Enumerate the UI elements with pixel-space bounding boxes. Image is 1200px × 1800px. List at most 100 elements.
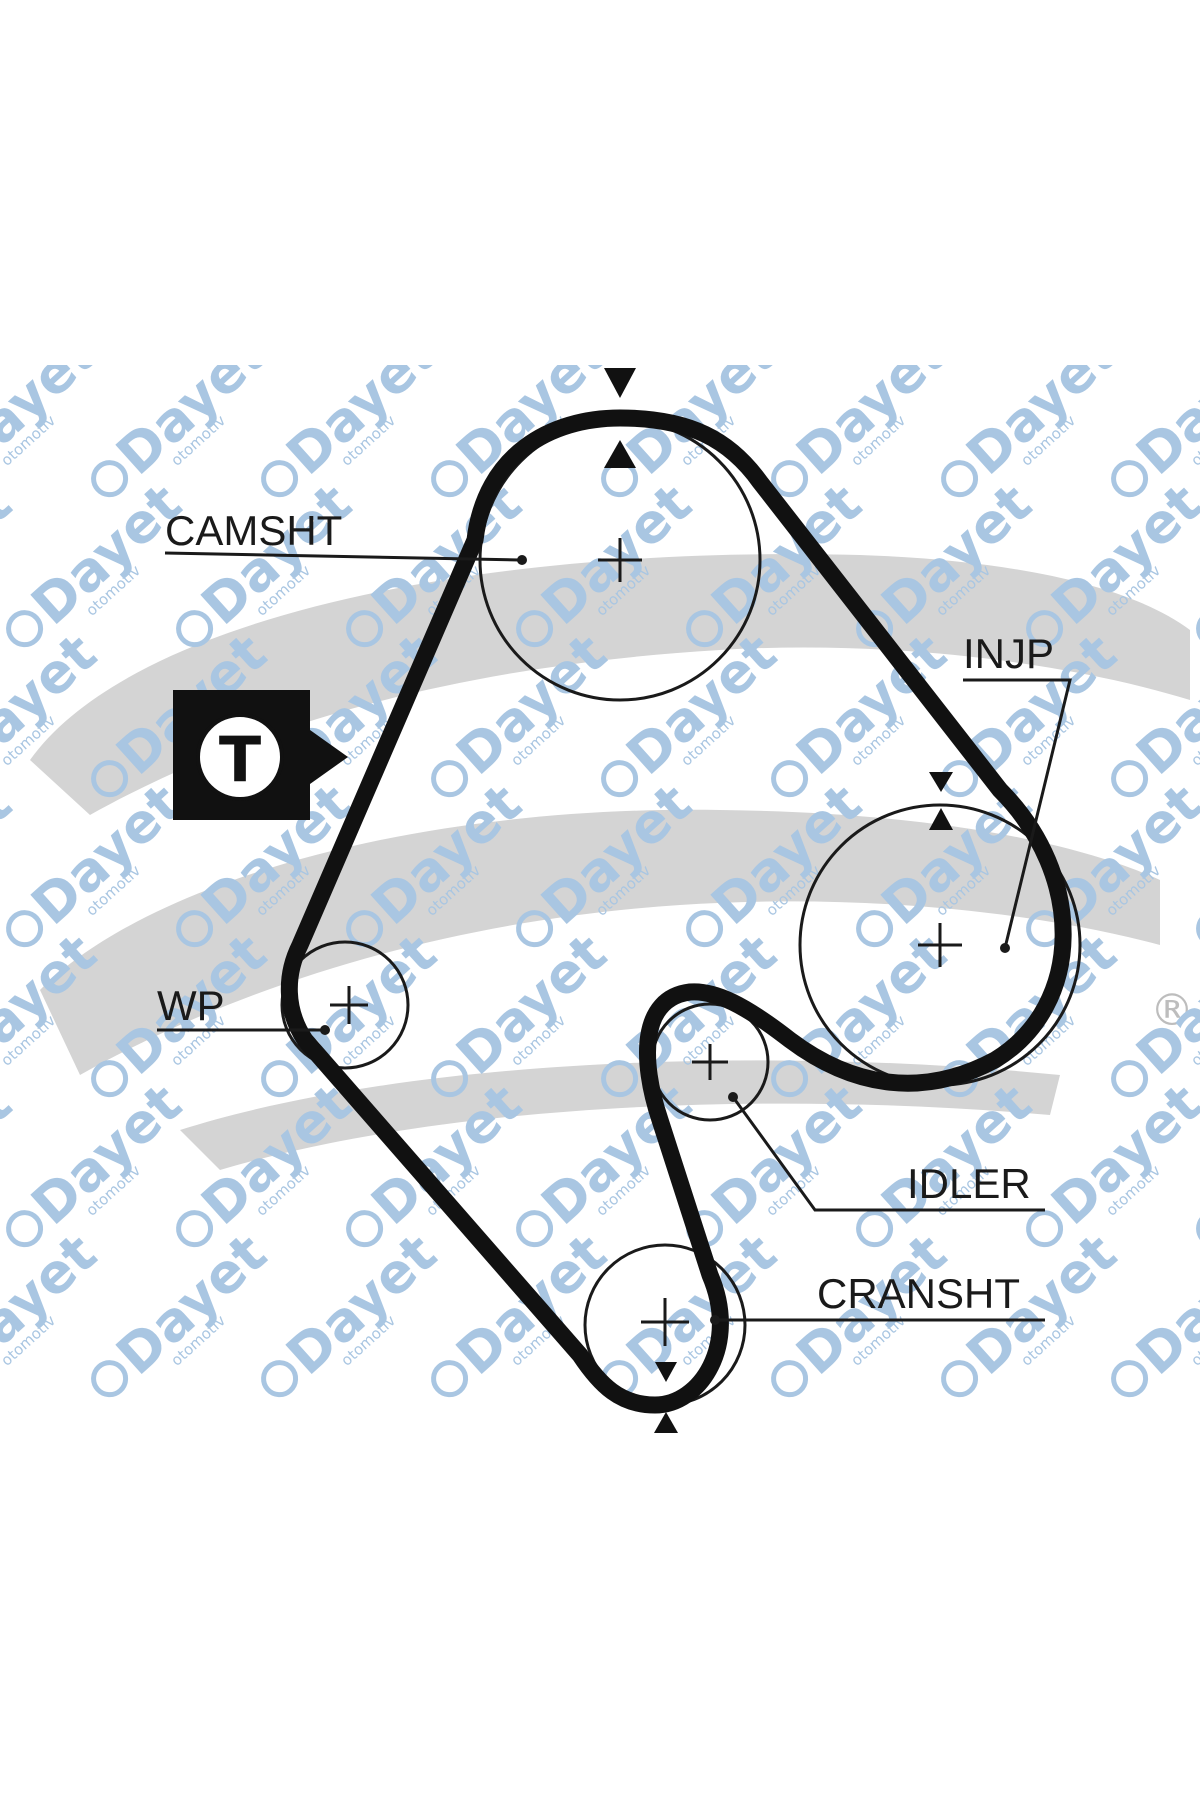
watermark-globe-icon bbox=[771, 460, 809, 498]
injection-pump-label: INJP bbox=[963, 630, 1054, 677]
watermark-subtext: otomotiv bbox=[252, 261, 314, 319]
watermark-globe-icon bbox=[431, 1060, 469, 1098]
watermark-globe-icon bbox=[852, 306, 897, 351]
watermark-globe-icon bbox=[172, 306, 217, 351]
watermark-globe-icon bbox=[6, 910, 44, 948]
watermark-globe-icon bbox=[261, 1360, 299, 1398]
idler-center-cross bbox=[692, 1044, 728, 1080]
watermark-globe-icon bbox=[1196, 610, 1200, 648]
pulley-centers bbox=[330, 538, 962, 1346]
watermark-brand: Dayet bbox=[275, 322, 449, 487]
watermark-globe-icon bbox=[431, 1360, 469, 1398]
camshaft-timing-mark-bottom bbox=[604, 440, 636, 468]
water-pump-leader-dot bbox=[320, 1025, 330, 1035]
watermark-brand: Dayet bbox=[700, 172, 874, 337]
logo-registered-mark: ® bbox=[1150, 985, 1194, 1036]
watermark-globe-icon bbox=[176, 1210, 214, 1248]
timing-belt bbox=[280, 409, 1072, 1414]
watermark-globe-icon bbox=[1111, 1060, 1149, 1098]
watermark-globe-icon bbox=[941, 760, 979, 798]
water-pump-label: WP bbox=[157, 982, 225, 1029]
watermark-globe-icon bbox=[1196, 910, 1200, 948]
watermark-brand: Dayet bbox=[20, 172, 194, 337]
watermark-globe-icon bbox=[771, 1060, 809, 1098]
watermark-brand: Dayet bbox=[615, 322, 789, 487]
watermark-brand: Dayet bbox=[530, 172, 704, 337]
logo-swoosh-mid bbox=[40, 809, 1160, 1075]
camshaft-label: CAMSHT bbox=[165, 507, 342, 554]
watermark-globe-icon bbox=[91, 1360, 129, 1398]
watermark-globe-icon bbox=[1111, 460, 1149, 498]
timing-marks bbox=[604, 368, 953, 1433]
leader-lines bbox=[157, 551, 1072, 1322]
watermark-globe-icon bbox=[771, 760, 809, 798]
watermark-subtext: otomotiv bbox=[82, 261, 144, 319]
watermark-globe-icon bbox=[516, 1210, 554, 1248]
leader-endpoints bbox=[320, 555, 1010, 1325]
watermark-globe-icon bbox=[601, 1060, 639, 1098]
watermark-brand: Dayet bbox=[870, 172, 1044, 337]
watermark-globe-icon bbox=[1111, 760, 1149, 798]
watermark-globe-icon bbox=[91, 760, 129, 798]
watermark-globe-icon bbox=[6, 1210, 44, 1248]
watermark-globe-icon bbox=[91, 1060, 129, 1098]
watermark-brand: Dayet bbox=[360, 172, 534, 337]
crankshaft-center-cross bbox=[641, 1298, 689, 1346]
injection-pump-leader-dot bbox=[1000, 943, 1010, 953]
watermark-globe-icon bbox=[176, 610, 214, 648]
watermark-brand: Dayet bbox=[105, 322, 279, 487]
injection-pump-center-cross bbox=[918, 923, 962, 967]
watermark-brand: Dayet bbox=[190, 172, 364, 337]
idler-label: IDLER bbox=[907, 1160, 1031, 1207]
watermark-brand: Dayet bbox=[0, 172, 23, 337]
watermark-subtext: otomotiv bbox=[932, 261, 994, 319]
watermark-globe-icon bbox=[261, 460, 299, 498]
watermark-globe-icon bbox=[1111, 1360, 1149, 1398]
crankshaft-leader-dot bbox=[710, 1315, 720, 1325]
watermark-globe-icon bbox=[1192, 306, 1200, 351]
watermark-globe-icon bbox=[261, 1060, 299, 1098]
watermark-globe-icon bbox=[342, 306, 387, 351]
camshaft-leader bbox=[164, 551, 521, 562]
watermark-globe-icon bbox=[856, 910, 894, 948]
watermark-brand: Dayet bbox=[445, 322, 619, 487]
watermark-brand: Dayet bbox=[1040, 172, 1200, 337]
watermark-globe-icon bbox=[6, 610, 44, 648]
watermark-globe-icon bbox=[1022, 306, 1067, 351]
water-pump-pulley bbox=[280, 940, 410, 1070]
watermark-globe-icon bbox=[516, 610, 554, 648]
watermark-brand: Dayet bbox=[955, 322, 1129, 487]
watermark-globe-icon bbox=[1196, 1210, 1200, 1248]
watermark-globe-icon bbox=[346, 610, 384, 648]
water-pump-center-cross bbox=[330, 986, 368, 1024]
watermark-globe-icon bbox=[346, 910, 384, 948]
logo-swoosh-top bbox=[30, 554, 1190, 815]
watermark-globe-icon bbox=[176, 910, 214, 948]
crankshaft-label: CRANSHT bbox=[817, 1270, 1020, 1317]
watermark-globe-icon bbox=[686, 910, 724, 948]
watermark-globe-icon bbox=[516, 910, 554, 948]
watermark-globe-icon bbox=[1026, 610, 1064, 648]
watermark-subtext: otomotiv bbox=[592, 261, 654, 319]
watermark-globe-icon bbox=[941, 1360, 979, 1398]
watermark-subtext: otomotiv bbox=[762, 261, 824, 319]
watermark-globe-icon bbox=[431, 460, 469, 498]
watermark-globe-icon bbox=[431, 760, 469, 798]
injection-pump-timing-mark-top bbox=[929, 772, 953, 792]
watermark-globe-icon bbox=[601, 760, 639, 798]
brand-logo-background: ® bbox=[30, 554, 1194, 1170]
watermark-globe-icon bbox=[941, 460, 979, 498]
